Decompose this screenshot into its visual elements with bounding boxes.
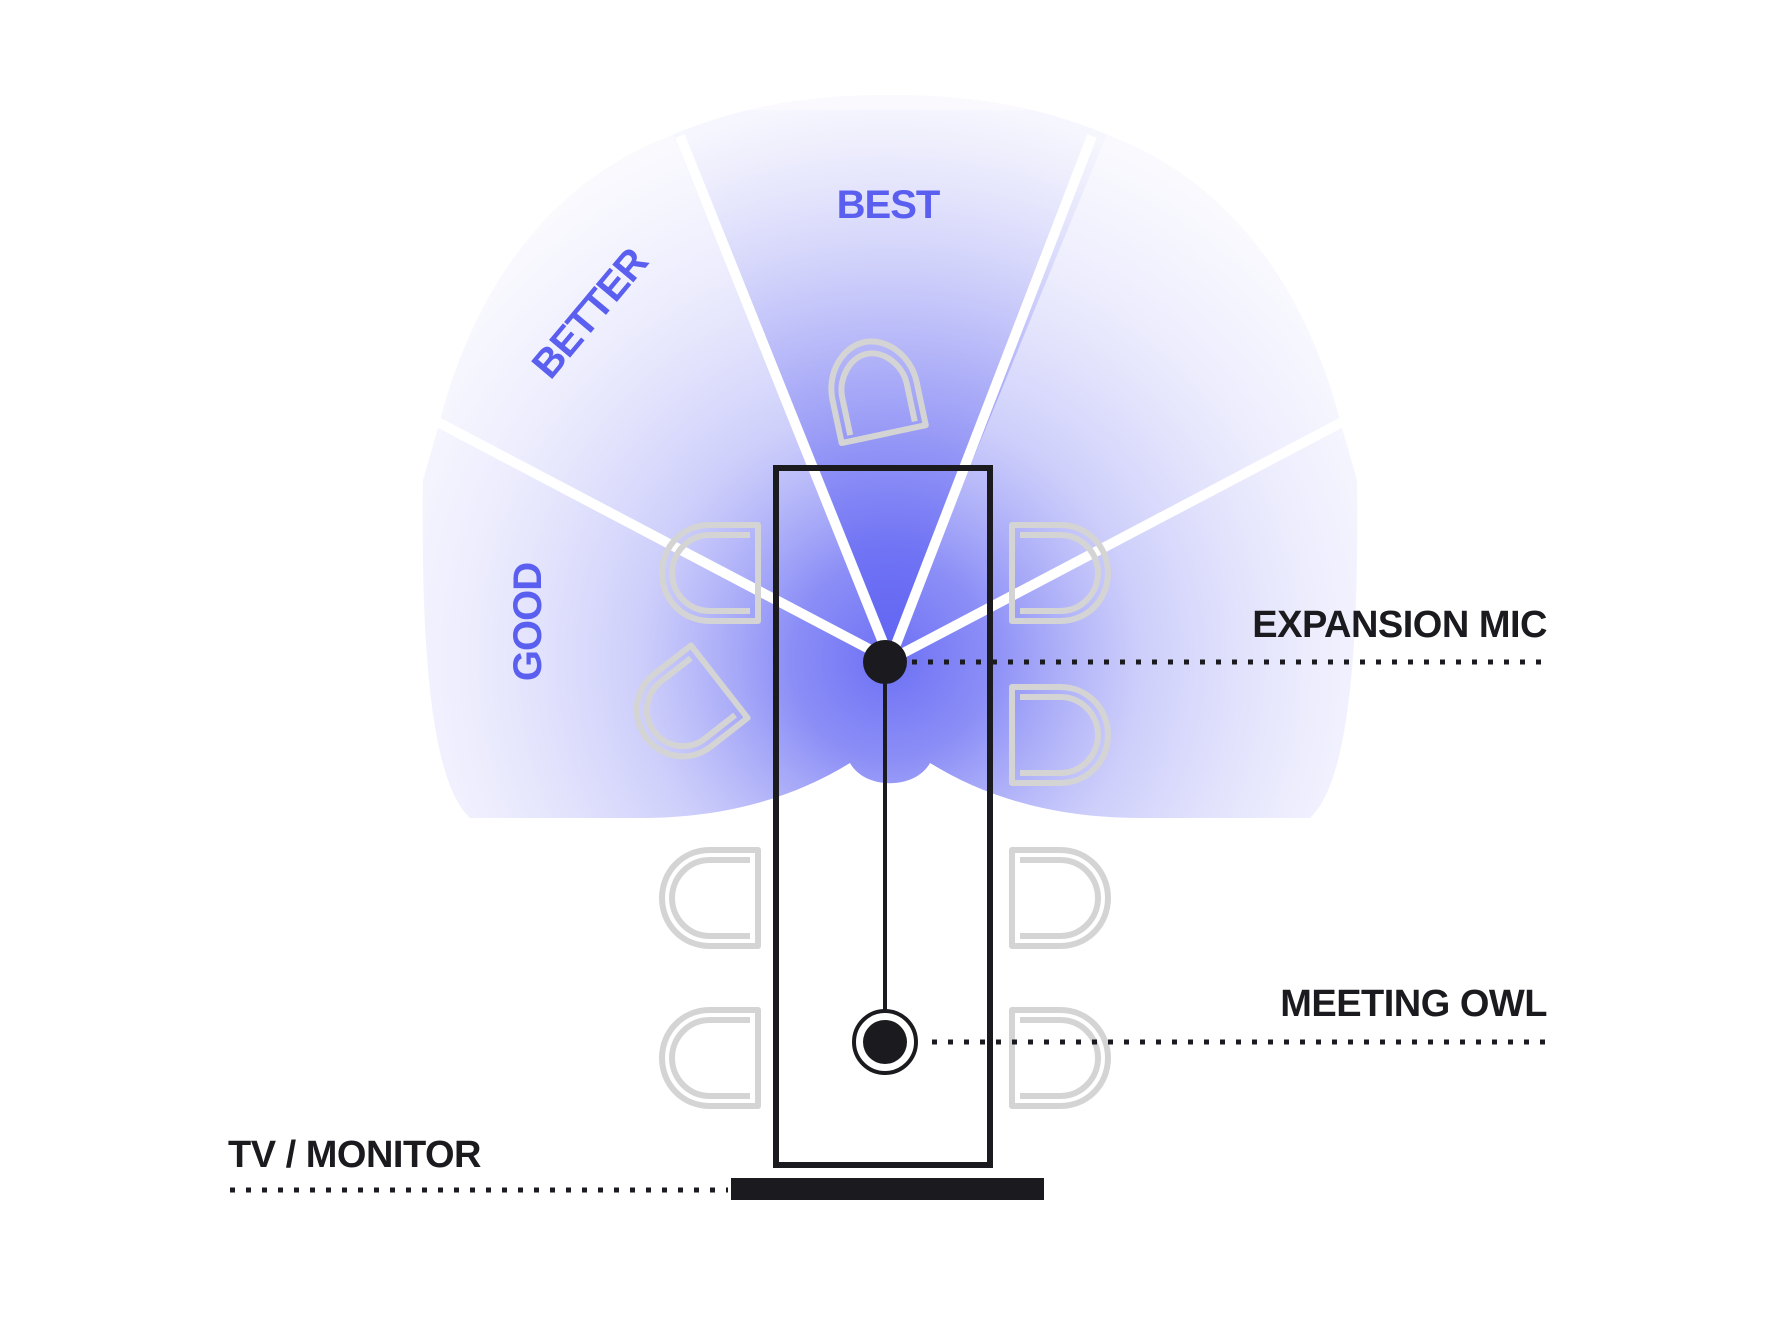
divider-best-left [675, 134, 895, 662]
divider-better-right [887, 413, 1353, 665]
chairs [633, 338, 1111, 1109]
chair-icon [1009, 1007, 1111, 1109]
expansion-mic-label: EXPANSION MIC [1252, 604, 1547, 646]
divider-better-left [427, 413, 893, 665]
tv-monitor-label: TV / MONITOR [228, 1134, 481, 1176]
best-zone [663, 110, 1117, 660]
zone-dividers [427, 134, 1353, 665]
zone-label-good: GOOD [506, 563, 550, 681]
chair-icon [828, 338, 929, 447]
tv-monitor [731, 1178, 1044, 1200]
conference-table [773, 465, 993, 1168]
chair-icon [1009, 684, 1111, 786]
chair-icon [659, 847, 761, 949]
solid-dot-icon [863, 640, 907, 684]
chair-icon [659, 1007, 761, 1109]
chair-icon [659, 522, 761, 624]
ringed-dot-icon [852, 1009, 918, 1075]
zone-label-best: BEST [837, 183, 940, 227]
chair-icon [633, 642, 751, 760]
divider-best-right [885, 134, 1097, 662]
pickup-zones [422, 95, 1358, 818]
chair-icon [1009, 847, 1111, 949]
chair-icon [1009, 522, 1111, 624]
meeting-owl-label: MEETING OWL [1280, 983, 1547, 1025]
leader-lines [230, 659, 1547, 1193]
